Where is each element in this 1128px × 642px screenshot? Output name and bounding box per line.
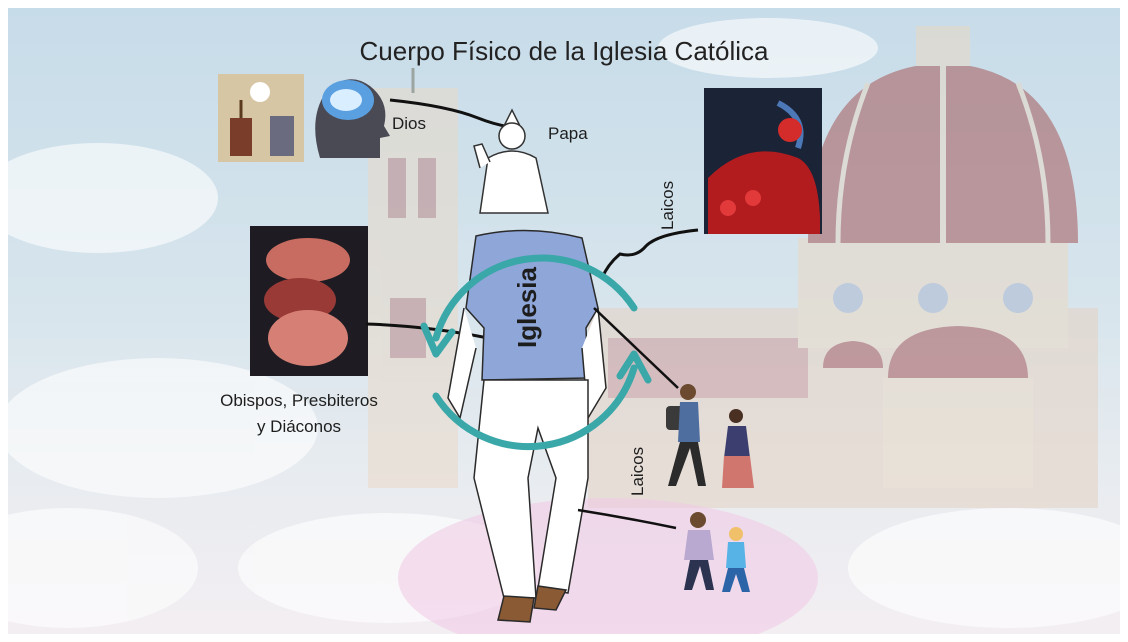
trinity-image	[218, 74, 304, 162]
cathedral-background	[368, 26, 1098, 508]
walking-people-image	[666, 384, 754, 592]
brain-head-image	[315, 79, 390, 158]
label-iglesia: Iglesia	[512, 267, 542, 348]
label-obispos: Obispos, Presbiteros y Diáconos	[194, 388, 404, 440]
blood-vessels-image	[704, 88, 822, 234]
background-illustration	[8, 18, 1120, 634]
label-laicos-top: Laicos	[658, 180, 677, 230]
cycle-arrows-icon	[420, 254, 652, 451]
label-laicos-bottom: Laicos	[628, 446, 647, 496]
organs-image	[250, 226, 368, 376]
label-dios: Dios	[392, 114, 427, 133]
pink-glow	[398, 498, 818, 634]
label-obispos-line1: Obispos, Presbiteros	[220, 391, 378, 410]
label-obispos-line2: y Diáconos	[256, 417, 342, 436]
label-papa: Papa	[548, 124, 588, 143]
diagram-canvas: Cuerpo Físico de la Iglesia Católica Dio…	[8, 8, 1120, 634]
page-title: Cuerpo Físico de la Iglesia Católica	[359, 36, 769, 66]
pope-figure	[473, 108, 549, 214]
